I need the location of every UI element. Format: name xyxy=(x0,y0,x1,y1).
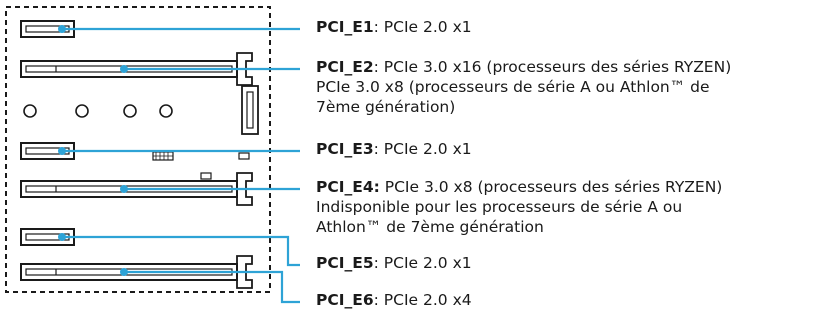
slot-name: PCI_E4: xyxy=(316,178,380,196)
mounting-hole xyxy=(123,104,137,118)
slot-label-first-line: PCI_E1: PCIe 2.0 x1 xyxy=(316,17,472,37)
callout-dot-pci-e4 xyxy=(120,185,128,193)
mounting-hole xyxy=(159,104,173,118)
slot-spec-continuation: PCIe 3.0 x8 (processeurs de série A ou A… xyxy=(316,78,710,96)
callout-line-pci-e5 xyxy=(62,235,300,267)
slot-spec: PCIe 3.0 x8 (processeurs des séries RYZE… xyxy=(379,178,723,196)
slot-label-first-line: PCI_E5: PCIe 2.0 x1 xyxy=(316,253,472,273)
motherboard-outline xyxy=(5,6,271,293)
small-header xyxy=(238,152,250,160)
mounting-hole xyxy=(23,104,37,118)
callout-dot-pci-e3 xyxy=(58,147,66,155)
callout-dot-pci-e2 xyxy=(120,65,128,73)
label-pci-e1: PCI_E1: PCIe 2.0 x1 xyxy=(316,17,472,37)
vertical-connector xyxy=(241,85,259,135)
slot-name: PCI_E3 xyxy=(316,140,374,158)
slot-name: PCI_E1 xyxy=(316,18,374,36)
slot-spec: : PCIe 2.0 x1 xyxy=(373,18,472,36)
callout-line-pci-e6 xyxy=(124,270,300,304)
label-pci-e6: PCI_E6: PCIe 2.0 x4 xyxy=(316,290,472,310)
slot-label-first-line: PCI_E3: PCIe 2.0 x1 xyxy=(316,139,472,159)
slot-spec-continuation: Athlon™ de 7ème génération xyxy=(316,218,544,236)
slot-name: PCI_E2 xyxy=(316,58,374,76)
slot-label-first-line: PCI_E6: PCIe 2.0 x4 xyxy=(316,290,472,310)
slot-spec: : PCIe 2.0 x4 xyxy=(373,291,472,309)
callout-dot-pci-e5 xyxy=(58,233,66,241)
label-pci-e2: PCI_E2: PCIe 3.0 x16 (processeurs des sé… xyxy=(316,57,731,117)
slot-label-first-line: PCI_E2: PCIe 3.0 x16 (processeurs des sé… xyxy=(316,57,731,77)
slot-spec: : PCIe 2.0 x1 xyxy=(373,254,472,272)
slot-spec: : PCIe 2.0 x1 xyxy=(373,140,472,158)
label-pci-e5: PCI_E5: PCIe 2.0 x1 xyxy=(316,253,472,273)
small-header xyxy=(200,172,212,180)
slot-name: PCI_E5 xyxy=(316,254,374,272)
slot-spec-continuation: Indisponible pour les processeurs de sér… xyxy=(316,198,683,216)
callout-dot-pci-e6 xyxy=(120,268,128,276)
slot-label-first-line: PCI_E4: PCIe 3.0 x8 (processeurs des sér… xyxy=(316,177,722,197)
slot-name: PCI_E6 xyxy=(316,291,374,309)
label-pci-e4: PCI_E4: PCIe 3.0 x8 (processeurs des sér… xyxy=(316,177,722,237)
label-pci-e3: PCI_E3: PCIe 2.0 x1 xyxy=(316,139,472,159)
slot-spec-continuation: 7ème génération) xyxy=(316,98,456,116)
mounting-hole xyxy=(75,104,89,118)
slot-spec: : PCIe 3.0 x16 (processeurs des séries R… xyxy=(373,58,732,76)
pin-header xyxy=(152,151,174,161)
callout-dot-pci-e1 xyxy=(58,25,66,33)
